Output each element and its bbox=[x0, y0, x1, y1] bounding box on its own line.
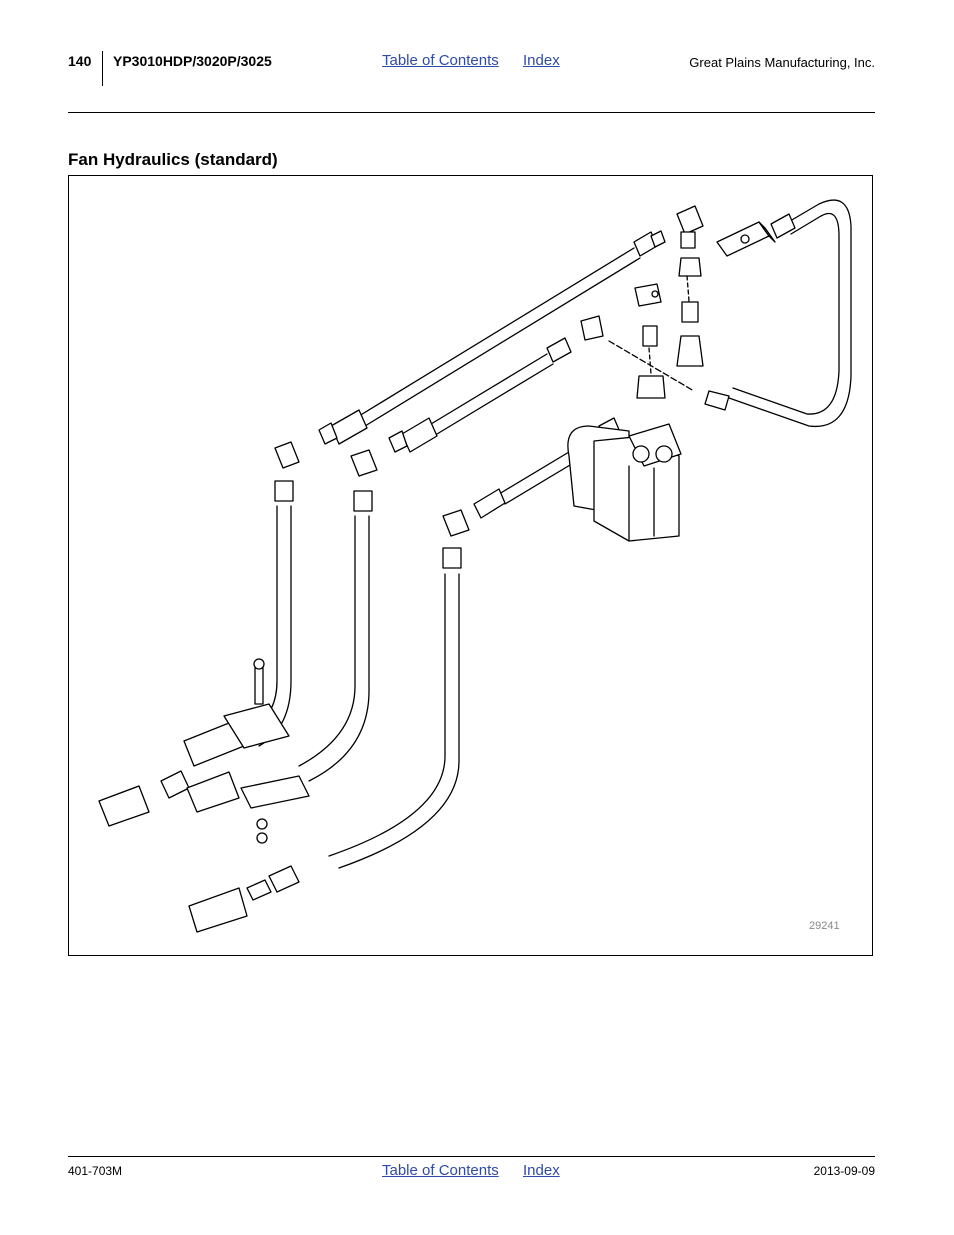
header-index-link[interactable]: Index bbox=[523, 52, 560, 69]
doc-number: 401-703M bbox=[68, 1164, 123, 1178]
return-loop-hose bbox=[704, 199, 852, 428]
header-toc-link[interactable]: Table of Contents bbox=[382, 52, 499, 69]
mounting-brackets bbox=[223, 658, 310, 844]
upper-hose bbox=[318, 230, 666, 445]
footer-rule bbox=[68, 1156, 875, 1157]
check-valve bbox=[716, 221, 776, 257]
fittings-stack bbox=[580, 205, 704, 399]
page-number: 140 bbox=[68, 53, 92, 69]
model-name: YP3010HDP/3020P/3025 bbox=[113, 53, 272, 69]
quick-couplers bbox=[98, 720, 300, 933]
hydraulics-diagram: 29241 bbox=[68, 175, 873, 956]
hose-left-2 bbox=[298, 449, 378, 782]
fan-motor bbox=[567, 423, 682, 542]
figure-id: 29241 bbox=[809, 920, 840, 932]
middle-hose bbox=[388, 337, 572, 453]
hydraulics-drawing bbox=[98, 199, 852, 933]
section-title: Fan Hydraulics (standard) bbox=[68, 150, 278, 169]
header-rule bbox=[68, 112, 875, 113]
footer-index-link[interactable]: Index bbox=[523, 1162, 560, 1179]
company-name: Great Plains Manufacturing, Inc. bbox=[689, 55, 875, 70]
header-divider bbox=[102, 51, 103, 86]
doc-date: 2013-09-09 bbox=[813, 1164, 875, 1178]
hose-left-3 bbox=[328, 509, 470, 869]
footer-toc-link[interactable]: Table of Contents bbox=[382, 1162, 499, 1179]
